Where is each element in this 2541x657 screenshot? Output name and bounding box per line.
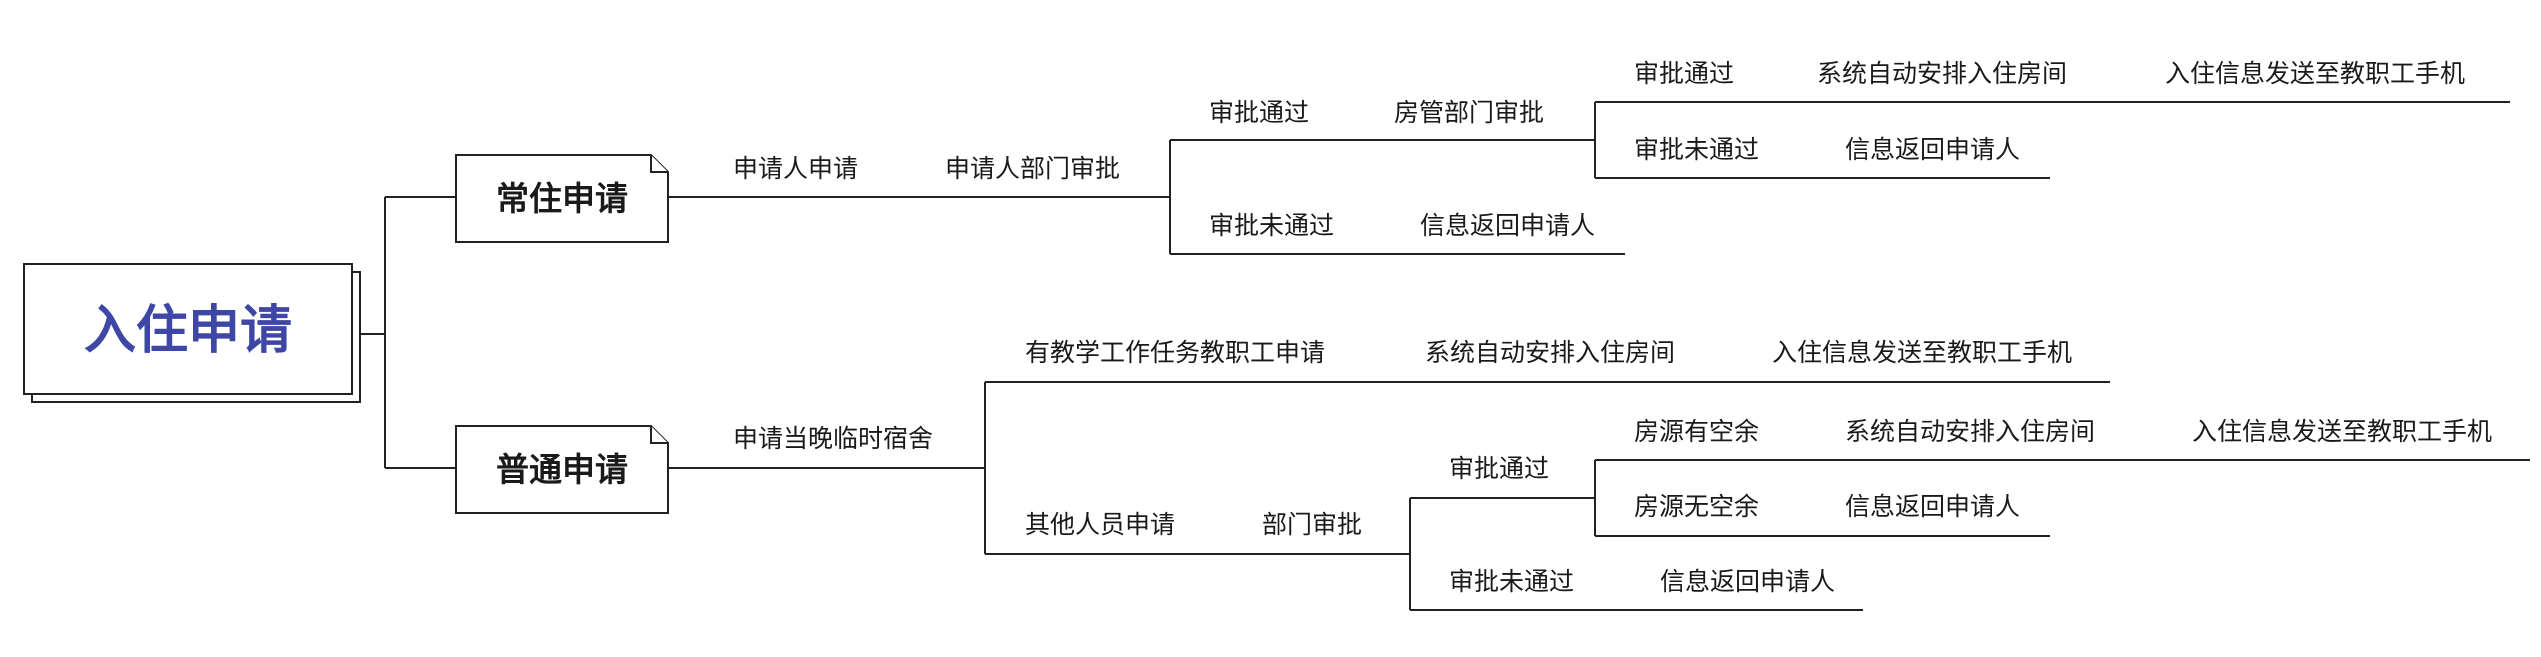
node-temporary-dorm: 申请当晚临时宿舍 [733, 424, 933, 453]
node-housing-rejected: 审批未通过 [1634, 135, 1759, 164]
node-auto-assign-room: 系统自动安排入住房间 [1425, 338, 1675, 367]
node-department-rejected: 审批未通过 [1449, 567, 1574, 596]
connector-lines [352, 101, 2530, 611]
node-send-to-phone: 入住信息发送至教职工手机 [2165, 59, 2465, 88]
node-return-to-applicant: 信息返回申请人 [1660, 567, 1835, 596]
node-housing-review: 房管部门审批 [1394, 98, 1544, 127]
node-applicant-submit: 申请人申请 [733, 154, 858, 183]
node-department-review: 申请人部门审批 [945, 154, 1120, 183]
node-department-rejected: 审批未通过 [1209, 211, 1334, 240]
node-room-available: 房源有空余 [1634, 417, 1759, 446]
node-housing-approved: 审批通过 [1634, 59, 1734, 88]
root-title: 入住申请 [84, 301, 292, 361]
node-return-to-applicant: 信息返回申请人 [1845, 135, 2020, 164]
regular-application-node: 常住申请 [455, 154, 669, 243]
temporary-application-node: 普通申请 [455, 425, 669, 514]
node-approved: 审批通过 [1209, 98, 1309, 127]
node-department-review: 部门审批 [1262, 510, 1362, 539]
node-return-to-applicant: 信息返回申请人 [1845, 492, 2020, 521]
node-return-to-applicant: 信息返回申请人 [1420, 211, 1595, 240]
node-send-to-phone: 入住信息发送至教职工手机 [2192, 417, 2492, 446]
node-staff-application: 有教学工作任务教职工申请 [1025, 338, 1325, 367]
node-send-to-phone: 入住信息发送至教职工手机 [1772, 338, 2072, 367]
temporary-application-label: 普通申请 [496, 450, 628, 489]
node-room-unavailable: 房源无空余 [1634, 492, 1759, 521]
node-approved: 审批通过 [1449, 454, 1549, 483]
regular-application-label: 常住申请 [496, 179, 628, 218]
node-other-application: 其他人员申请 [1025, 510, 1175, 539]
node-auto-assign-room: 系统自动安排入住房间 [1817, 59, 2067, 88]
node-auto-assign-room: 系统自动安排入住房间 [1845, 417, 2095, 446]
root-node: 入住申请 [23, 263, 361, 403]
